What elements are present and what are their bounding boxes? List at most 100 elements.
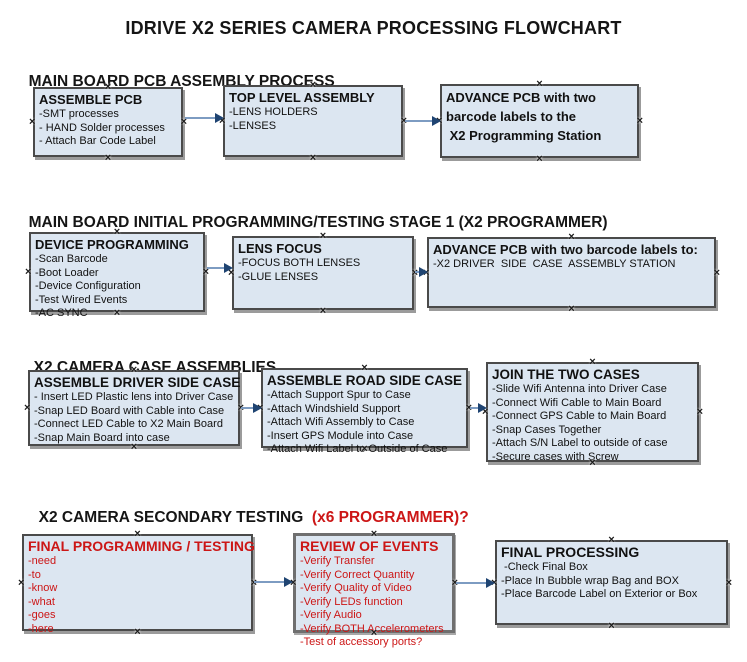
connection-point-icon: × bbox=[568, 303, 575, 315]
connection-point-icon: × bbox=[202, 266, 209, 278]
node-item: -Device Configuration bbox=[35, 280, 141, 292]
connection-point-icon: × bbox=[24, 402, 31, 414]
node-item: -GLUE LENSES bbox=[238, 270, 319, 283]
node-final-programming-testing[interactable]: ×××× FINAL PROGRAMMING / TESTING -need -… bbox=[18, 529, 257, 638]
node-item: -Connect LED Cable to X2 Main Board bbox=[34, 418, 223, 430]
section-header-initial-programming: MAIN BOARD INITIAL PROGRAMMING/TESTING S… bbox=[20, 196, 608, 232]
section-header-secondary-testing: X2 CAMERA SECONDARY TESTING (x6 PROGRAMM… bbox=[30, 491, 469, 527]
node-item: -LENS HOLDERS bbox=[229, 106, 318, 118]
section-header-text: MAIN BOARD INITIAL PROGRAMMING/TESTING S… bbox=[28, 214, 608, 231]
arrow-connector[interactable] bbox=[415, 267, 428, 277]
node-item: -Verify LEDs function bbox=[300, 595, 403, 608]
node-item: -AC SYNC bbox=[35, 307, 88, 319]
arrow-connector[interactable] bbox=[254, 577, 293, 587]
node-review-of-events[interactable]: ×××× REVIEW OF EVENTS -Verify Transfer -… bbox=[290, 529, 458, 649]
node-title: ASSEMBLE ROAD SIDE CASE bbox=[267, 373, 463, 388]
node-title: ASSEMBLE PCB bbox=[39, 92, 143, 107]
node-top-level-assembly[interactable]: ×××× TOP LEVEL ASSEMBLY -LENS HOLDERS -L… bbox=[219, 80, 407, 164]
node-item: -Place In Bubble wrap Bag and BOX bbox=[501, 574, 679, 587]
arrow-connector[interactable] bbox=[185, 113, 224, 123]
node-item: -Verify Correct Quantity bbox=[300, 568, 415, 581]
connection-point-icon: × bbox=[696, 406, 703, 418]
connection-point-icon: × bbox=[536, 78, 543, 90]
node-title: ASSEMBLE DRIVER SIDE CASE bbox=[34, 375, 241, 390]
connection-point-icon: × bbox=[180, 116, 187, 128]
arrow-connector[interactable] bbox=[470, 403, 487, 413]
node-item: -Verify BOTH Accelerometers bbox=[300, 622, 444, 635]
arrow-connector[interactable] bbox=[207, 263, 233, 273]
section-header-red-suffix: (x6 PROGRAMMER)? bbox=[307, 509, 469, 526]
node-item: -Connect Wifi Cable to Main Board bbox=[492, 396, 662, 409]
node-item: -Attach Wifi Assembly to Case bbox=[267, 416, 415, 428]
node-item: -need bbox=[28, 555, 57, 567]
connection-point-icon: × bbox=[608, 620, 615, 632]
node-item: barcode labels to the bbox=[446, 109, 577, 124]
node-join-the-two-cases[interactable]: ×××× JOIN THE TWO CASES -Slide Wifi Ante… bbox=[482, 357, 703, 469]
node-item: -Boot Loader bbox=[35, 266, 99, 279]
connection-point-icon: × bbox=[319, 230, 327, 242]
node-title: DEVICE PROGRAMMING bbox=[35, 237, 189, 252]
connection-point-icon: × bbox=[309, 152, 317, 164]
connection-point-icon: × bbox=[608, 534, 615, 546]
node-item: -here bbox=[28, 622, 54, 635]
connection-point-icon: × bbox=[361, 362, 368, 374]
node-title: ADVANCE PCB with two bbox=[446, 90, 596, 105]
node-item: - Insert LED Plastic lens into Driver Ca… bbox=[34, 391, 234, 403]
connection-point-icon: × bbox=[713, 266, 720, 279]
node-assemble-driver-side-case[interactable]: ×××× ASSEMBLE DRIVER SIDE CASE - Insert … bbox=[24, 365, 244, 453]
node-item: -know bbox=[28, 582, 58, 594]
node-item: -Verify Audio bbox=[300, 609, 362, 621]
connection-point-icon: × bbox=[589, 356, 596, 368]
node-item: -Attach Windshield Support bbox=[267, 402, 401, 415]
node-title: REVIEW OF EVENTS bbox=[300, 538, 439, 554]
node-item: -Snap LED Board with Cable into Case bbox=[34, 404, 225, 417]
node-item: -Connect GPS Cable to Main Board bbox=[492, 410, 667, 422]
node-assemble-road-side-case[interactable]: ×××× ASSEMBLE ROAD SIDE CASE -Attach Sup… bbox=[257, 363, 472, 456]
node-item: -to bbox=[28, 568, 41, 581]
node-item: -FOCUS BOTH LENSES bbox=[238, 257, 361, 269]
arrow-connector[interactable] bbox=[241, 403, 262, 413]
node-item: -Verify Quality of Video bbox=[300, 582, 412, 594]
node-device-programming[interactable]: ×××× DEVICE PROGRAMMING -Scan Barcode -B… bbox=[25, 227, 209, 320]
node-title: JOIN THE TWO CASES bbox=[492, 367, 640, 382]
node-item: -Attach S/N Label to outside of case bbox=[492, 437, 668, 449]
node-item: -Test of accessory ports? bbox=[300, 636, 423, 648]
node-item: -Insert GPS Module into Case bbox=[267, 429, 414, 442]
node-item: -what bbox=[28, 595, 55, 608]
connection-point-icon: × bbox=[536, 153, 543, 165]
node-item: - HAND Solder processes bbox=[39, 121, 165, 134]
node-assemble-pcb[interactable]: ×××× ASSEMBLE PCB -SMT processes - HAND … bbox=[29, 82, 187, 164]
connection-point-icon: × bbox=[636, 115, 643, 127]
connection-point-icon: × bbox=[134, 528, 141, 540]
node-item: -Place Barcode Label on Exterior or Box bbox=[501, 588, 698, 600]
node-item: -Scan Barcode bbox=[35, 253, 108, 265]
page-title: IDRIVE X2 SERIES CAMERA PROCESSING FLOWC… bbox=[125, 18, 622, 38]
connection-point-icon: × bbox=[725, 576, 732, 589]
node-item: -Secure cases with Screw bbox=[492, 450, 619, 463]
node-final-processing[interactable]: ×××× FINAL PROCESSING -Check Final Box -… bbox=[491, 535, 732, 632]
arrow-connector[interactable] bbox=[405, 116, 441, 126]
node-lens-focus[interactable]: ×××× LENS FOCUS -FOCUS BOTH LENSES -GLUE… bbox=[228, 231, 418, 317]
connection-point-icon: × bbox=[319, 305, 327, 317]
node-title: LENS FOCUS bbox=[238, 241, 322, 256]
node-advance-pcb-programming-station[interactable]: ×××× ADVANCE PCB with two barcode labels… bbox=[436, 79, 643, 165]
node-item: -Attach Wifi Label to Outside of Case bbox=[267, 443, 448, 455]
node-item: -Check Final Box bbox=[501, 561, 588, 573]
node-item: -goes bbox=[28, 609, 56, 621]
arrow-connector[interactable] bbox=[456, 578, 495, 588]
node-item: -Snap Main Board into case bbox=[34, 431, 170, 444]
node-item: -Snap Cases Together bbox=[492, 423, 602, 436]
node-item: -Slide Wifi Antenna into Driver Case bbox=[492, 383, 667, 395]
connection-point-icon: × bbox=[18, 576, 25, 589]
node-item: -Attach Support Spur to Case bbox=[267, 389, 411, 401]
node-item: -SMT processes bbox=[39, 108, 119, 120]
node-item: X2 Programming Station bbox=[446, 128, 602, 143]
node-title: FINAL PROGRAMMING / TESTING bbox=[28, 538, 255, 554]
connection-point-icon: × bbox=[104, 152, 112, 164]
node-item: - Attach Bar Code Label bbox=[39, 135, 156, 147]
node-title: FINAL PROCESSING bbox=[501, 544, 640, 560]
node-advance-pcb-driver-side[interactable]: ×××× ADVANCE PCB with two barcode labels… bbox=[423, 232, 720, 315]
connection-point-icon: × bbox=[25, 266, 32, 278]
node-item: -X2 DRIVER SIDE CASE ASSEMBLY STATION bbox=[433, 258, 676, 270]
node-item: -Verify Transfer bbox=[300, 555, 375, 567]
